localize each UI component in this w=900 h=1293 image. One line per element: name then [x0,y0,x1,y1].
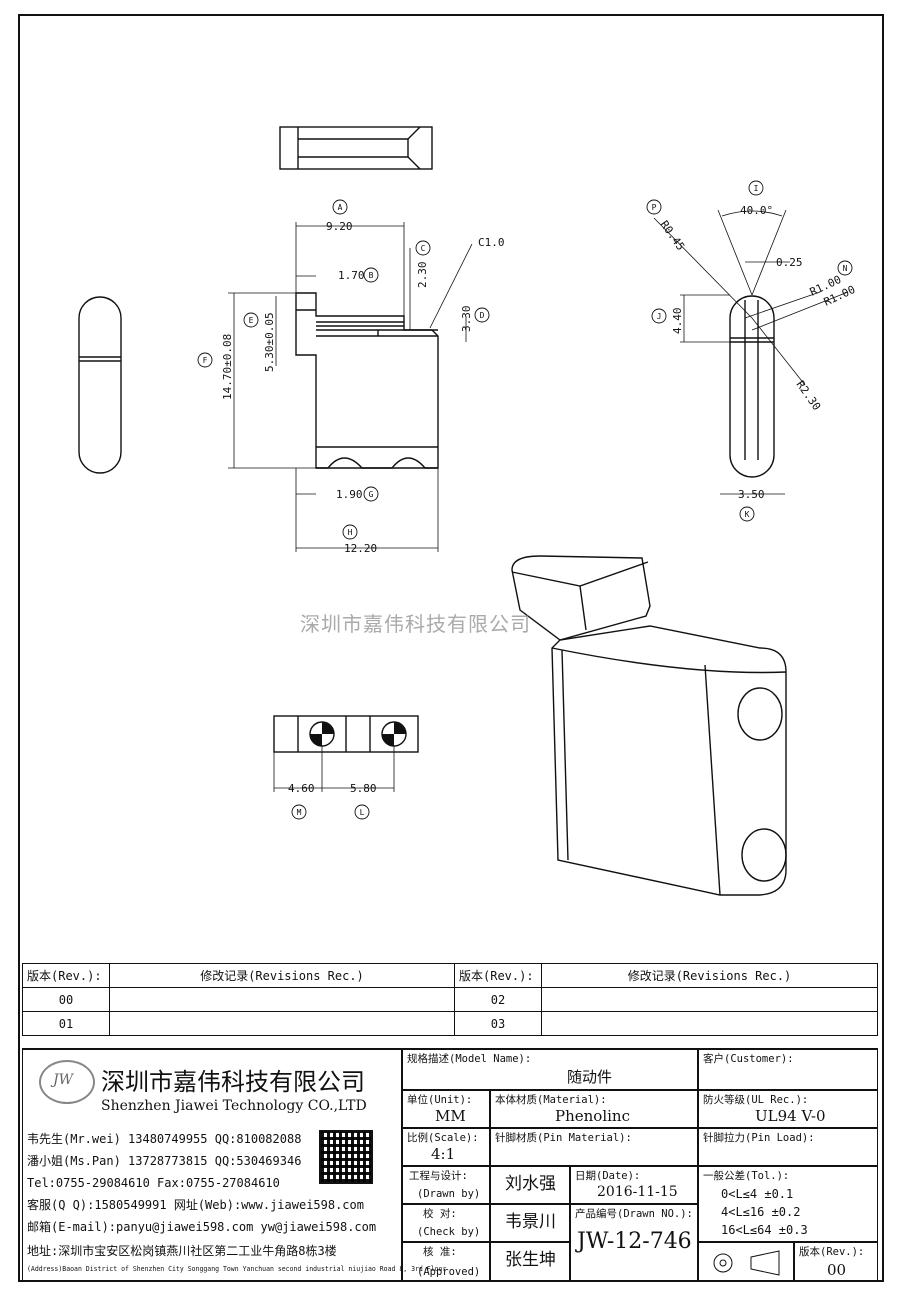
company-name-en: Shenzhen Jiawei Technology CO.,LTD [101,1098,367,1114]
balloon-letters: A B C D E F G H I J K L M N P [203,184,848,817]
svg-text:4.60: 4.60 [288,782,315,795]
scale-cell: 比例(Scale): 4:1 [402,1128,490,1166]
svg-text:0.25: 0.25 [776,256,803,269]
approved-value-cell: 张生坤 [490,1242,570,1282]
drawn-value-cell: 刘水强 [490,1166,570,1204]
svg-text:F: F [203,356,208,365]
right-side-view [729,295,775,478]
svg-text:N: N [843,264,848,273]
rev-header: 版本(Rev.): [22,963,110,988]
svg-text:R0.45: R0.45 [658,218,688,253]
address-en: (Address)Baoan District of Shenzhen City… [27,1265,447,1273]
balloons [197,180,853,820]
contact-4: 客服(Q Q):1580549991 网址(Web):www.jiawei598… [27,1198,364,1212]
company-logo: JW [39,1060,95,1104]
revision-table: 版本(Rev.): 修改记录(Revisions Rec.) 版本(Rev.):… [22,963,878,1036]
svg-text:12.20: 12.20 [344,542,377,555]
svg-text:J: J [657,312,662,321]
address: 地址:深圳市宝安区松岗镇燕川社区第二工业牛角路8栋3楼 [27,1244,337,1258]
contact-2: 潘小姐(Ms.Pan) 13728773815 QQ:530469346 [27,1154,302,1168]
svg-text:2.30: 2.30 [416,262,429,289]
approved-label-cell: 核 准: (Approved) [402,1242,490,1282]
svg-text:C1.0: C1.0 [478,236,505,249]
svg-text:3.30: 3.30 [460,306,473,333]
projection-symbol-cell [698,1242,794,1282]
rec-header-2: 修改记录(Revisions Rec.) [541,963,878,988]
svg-text:1.90: 1.90 [336,488,363,501]
pin-material-cell: 针脚材质(Pin Material): [490,1128,698,1166]
material-cell: 本体材质(Material): Phenolinc [490,1090,698,1128]
svg-text:14.70±0.08: 14.70±0.08 [221,334,234,400]
title-block: JW 深圳市嘉伟科技有限公司 Shenzhen Jiawei Technolog… [22,1048,878,1282]
svg-text:3.50: 3.50 [738,488,765,501]
rev-cell: 01 [22,1011,110,1036]
svg-text:A: A [338,203,343,212]
company-panel: JW 深圳市嘉伟科技有限公司 Shenzhen Jiawei Technolog… [22,1050,446,1282]
svg-text:C: C [421,244,426,253]
svg-text:E: E [249,316,254,325]
svg-text:40.0°: 40.0° [740,204,773,217]
contact-3: Tel:0755-29084610 Fax:0755-27084610 [27,1176,280,1190]
contact-5: 邮箱(E-mail):panyu@jiawei598.com yw@jiawei… [27,1220,377,1234]
rec-header: 修改记录(Revisions Rec.) [109,963,455,988]
date-cell: 日期(Date): 2016-11-15 [570,1166,698,1204]
pin-load-cell: 针脚拉力(Pin Load): [698,1128,878,1166]
svg-text:9.20: 9.20 [326,220,353,233]
svg-text:1.70: 1.70 [338,269,365,282]
svg-text:5.30±0.05: 5.30±0.05 [263,312,276,372]
unit-cell: 单位(Unit): MM [402,1090,490,1128]
svg-text:P: P [652,203,657,212]
svg-text:B: B [369,271,374,280]
isometric-view [511,555,787,896]
rev-cell: 00 [22,987,110,1012]
svg-text:5.80: 5.80 [350,782,377,795]
svg-text:R2.30: R2.30 [794,378,824,413]
svg-text:M: M [297,808,302,817]
svg-text:G: G [369,490,374,499]
technical-drawing: A B C D E F G H I J K L M N P 9.20 1.70 … [78,126,857,896]
drawn-label-cell: 工程与设计: (Drawn by) [402,1166,490,1204]
svg-text:H: H [348,528,353,537]
rev-header-2: 版本(Rev.): [454,963,542,988]
check-value-cell: 韦景川 [490,1204,570,1242]
model-cell: 规格描述(Model Name): 随动件 [402,1050,698,1090]
svg-text:I: I [754,184,759,193]
watermark: 深圳市嘉伟科技有限公司 [300,612,531,636]
dimension-lines [228,209,849,792]
contact-1: 韦先生(Mr.wei) 13480749955 QQ:810082088 [27,1132,302,1146]
svg-text:4.40: 4.40 [671,308,684,335]
svg-text:D: D [480,311,485,320]
company-name-cn: 深圳市嘉伟科技有限公司 [101,1068,365,1096]
check-label-cell: 校 对: (Check by) [402,1204,490,1242]
drawing-no-cell: 产品编号(Drawn NO.): JW-12-746 [570,1204,698,1282]
rev-cell: 02 [454,987,542,1012]
rev-cell: 03 [454,1011,542,1036]
ul-cell: 防火等级(UL Rec.): UL94 V-0 [698,1090,878,1128]
top-view [279,126,433,170]
tolerance-cell: 一般公差(Tol.): 0<L≤4 ±0.1 4<L≤16 ±0.2 16<L≤… [698,1166,878,1242]
rev-cell-final: 版本(Rev.): 00 [794,1242,878,1282]
front-view [295,292,439,469]
svg-text:K: K [745,510,750,519]
qr-code [319,1130,373,1184]
side-capsule-view [78,296,122,474]
svg-text:L: L [360,808,365,817]
projection-icon [713,1250,780,1276]
customer-cell: 客户(Customer): [698,1050,878,1090]
